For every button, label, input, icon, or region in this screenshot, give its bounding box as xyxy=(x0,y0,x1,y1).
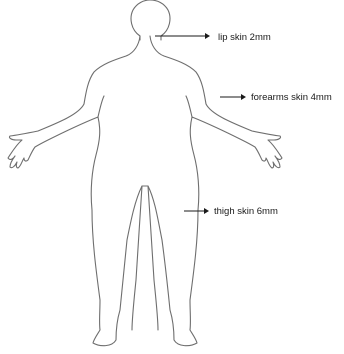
left-inner-arm xyxy=(98,96,104,117)
annotation-lip: lip skin 2mm xyxy=(155,32,271,43)
annotation-forearm: forearms skin 4mm xyxy=(220,92,332,103)
left-inner-leg xyxy=(132,186,142,330)
human-body-figure xyxy=(8,0,282,346)
forearm-label: forearms skin 4mm xyxy=(251,92,332,103)
head-outline xyxy=(131,0,170,36)
body-outline xyxy=(8,36,282,346)
thigh-label: thigh skin 6mm xyxy=(214,206,278,217)
thigh-arrow-head xyxy=(204,208,209,214)
right-inner-leg xyxy=(148,186,158,330)
right-inner-arm xyxy=(186,96,192,117)
lip-arrow-head xyxy=(205,33,210,39)
lip-label: lip skin 2mm xyxy=(218,32,271,43)
forearm-arrow-head xyxy=(241,94,246,100)
